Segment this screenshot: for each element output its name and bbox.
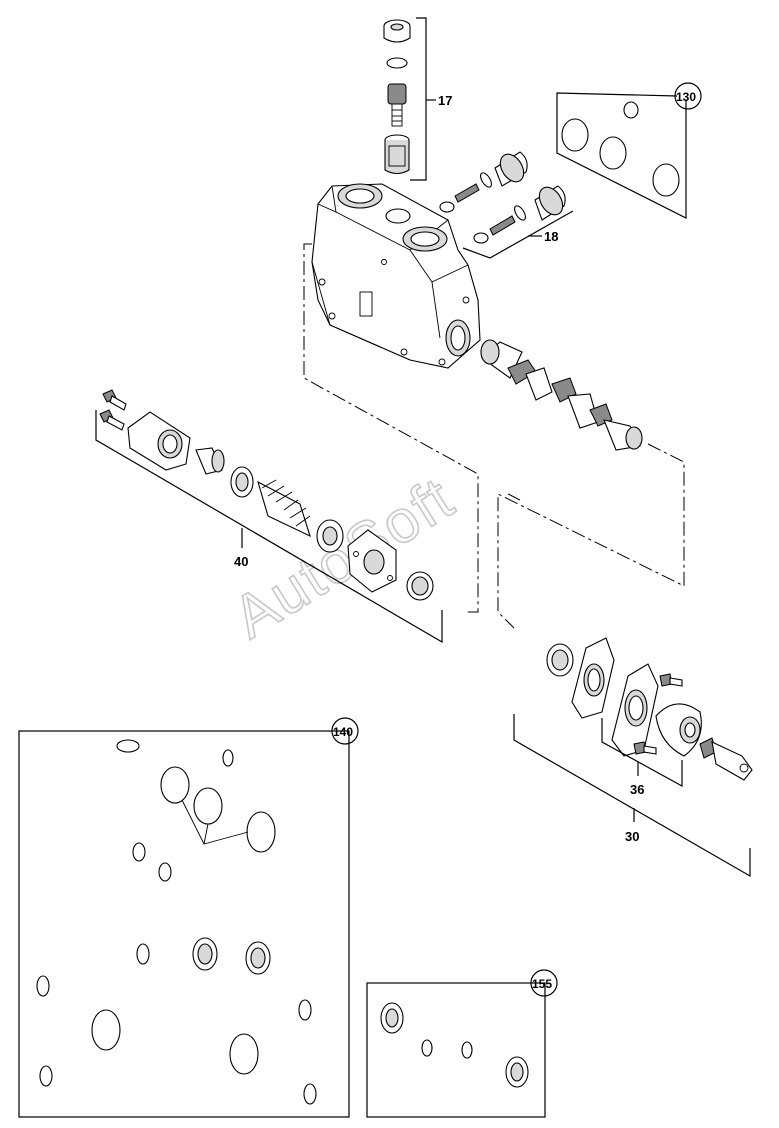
callout-30: 30 — [625, 829, 639, 844]
part-group-155[interactable]: 155 — [366, 969, 558, 1118]
spool[interactable] — [480, 339, 643, 451]
part-group-36[interactable]: 36 — [601, 663, 683, 797]
callout-140: 140 — [333, 725, 353, 739]
part-group-30-cap[interactable]: 30 — [513, 703, 753, 878]
valve-body[interactable] — [311, 183, 481, 369]
part-group-140[interactable]: 140 — [18, 717, 359, 1118]
callout-130: 130 — [676, 90, 696, 104]
callout-17: 17 — [438, 93, 452, 108]
part-group-30[interactable] — [546, 637, 615, 719]
assembly-guide-lines — [303, 243, 685, 629]
part-group-18[interactable]: 18 — [439, 150, 574, 259]
part-group-130[interactable]: 130 — [556, 82, 702, 219]
callout-36: 36 — [630, 782, 644, 797]
watermark-text: AutoSoft — [221, 464, 465, 651]
callout-18: 18 — [544, 229, 558, 244]
callout-155: 155 — [532, 977, 552, 991]
part-group-17[interactable]: 17 — [383, 17, 452, 181]
part-group-40[interactable]: 40 — [95, 389, 443, 644]
callout-40: 40 — [234, 554, 248, 569]
